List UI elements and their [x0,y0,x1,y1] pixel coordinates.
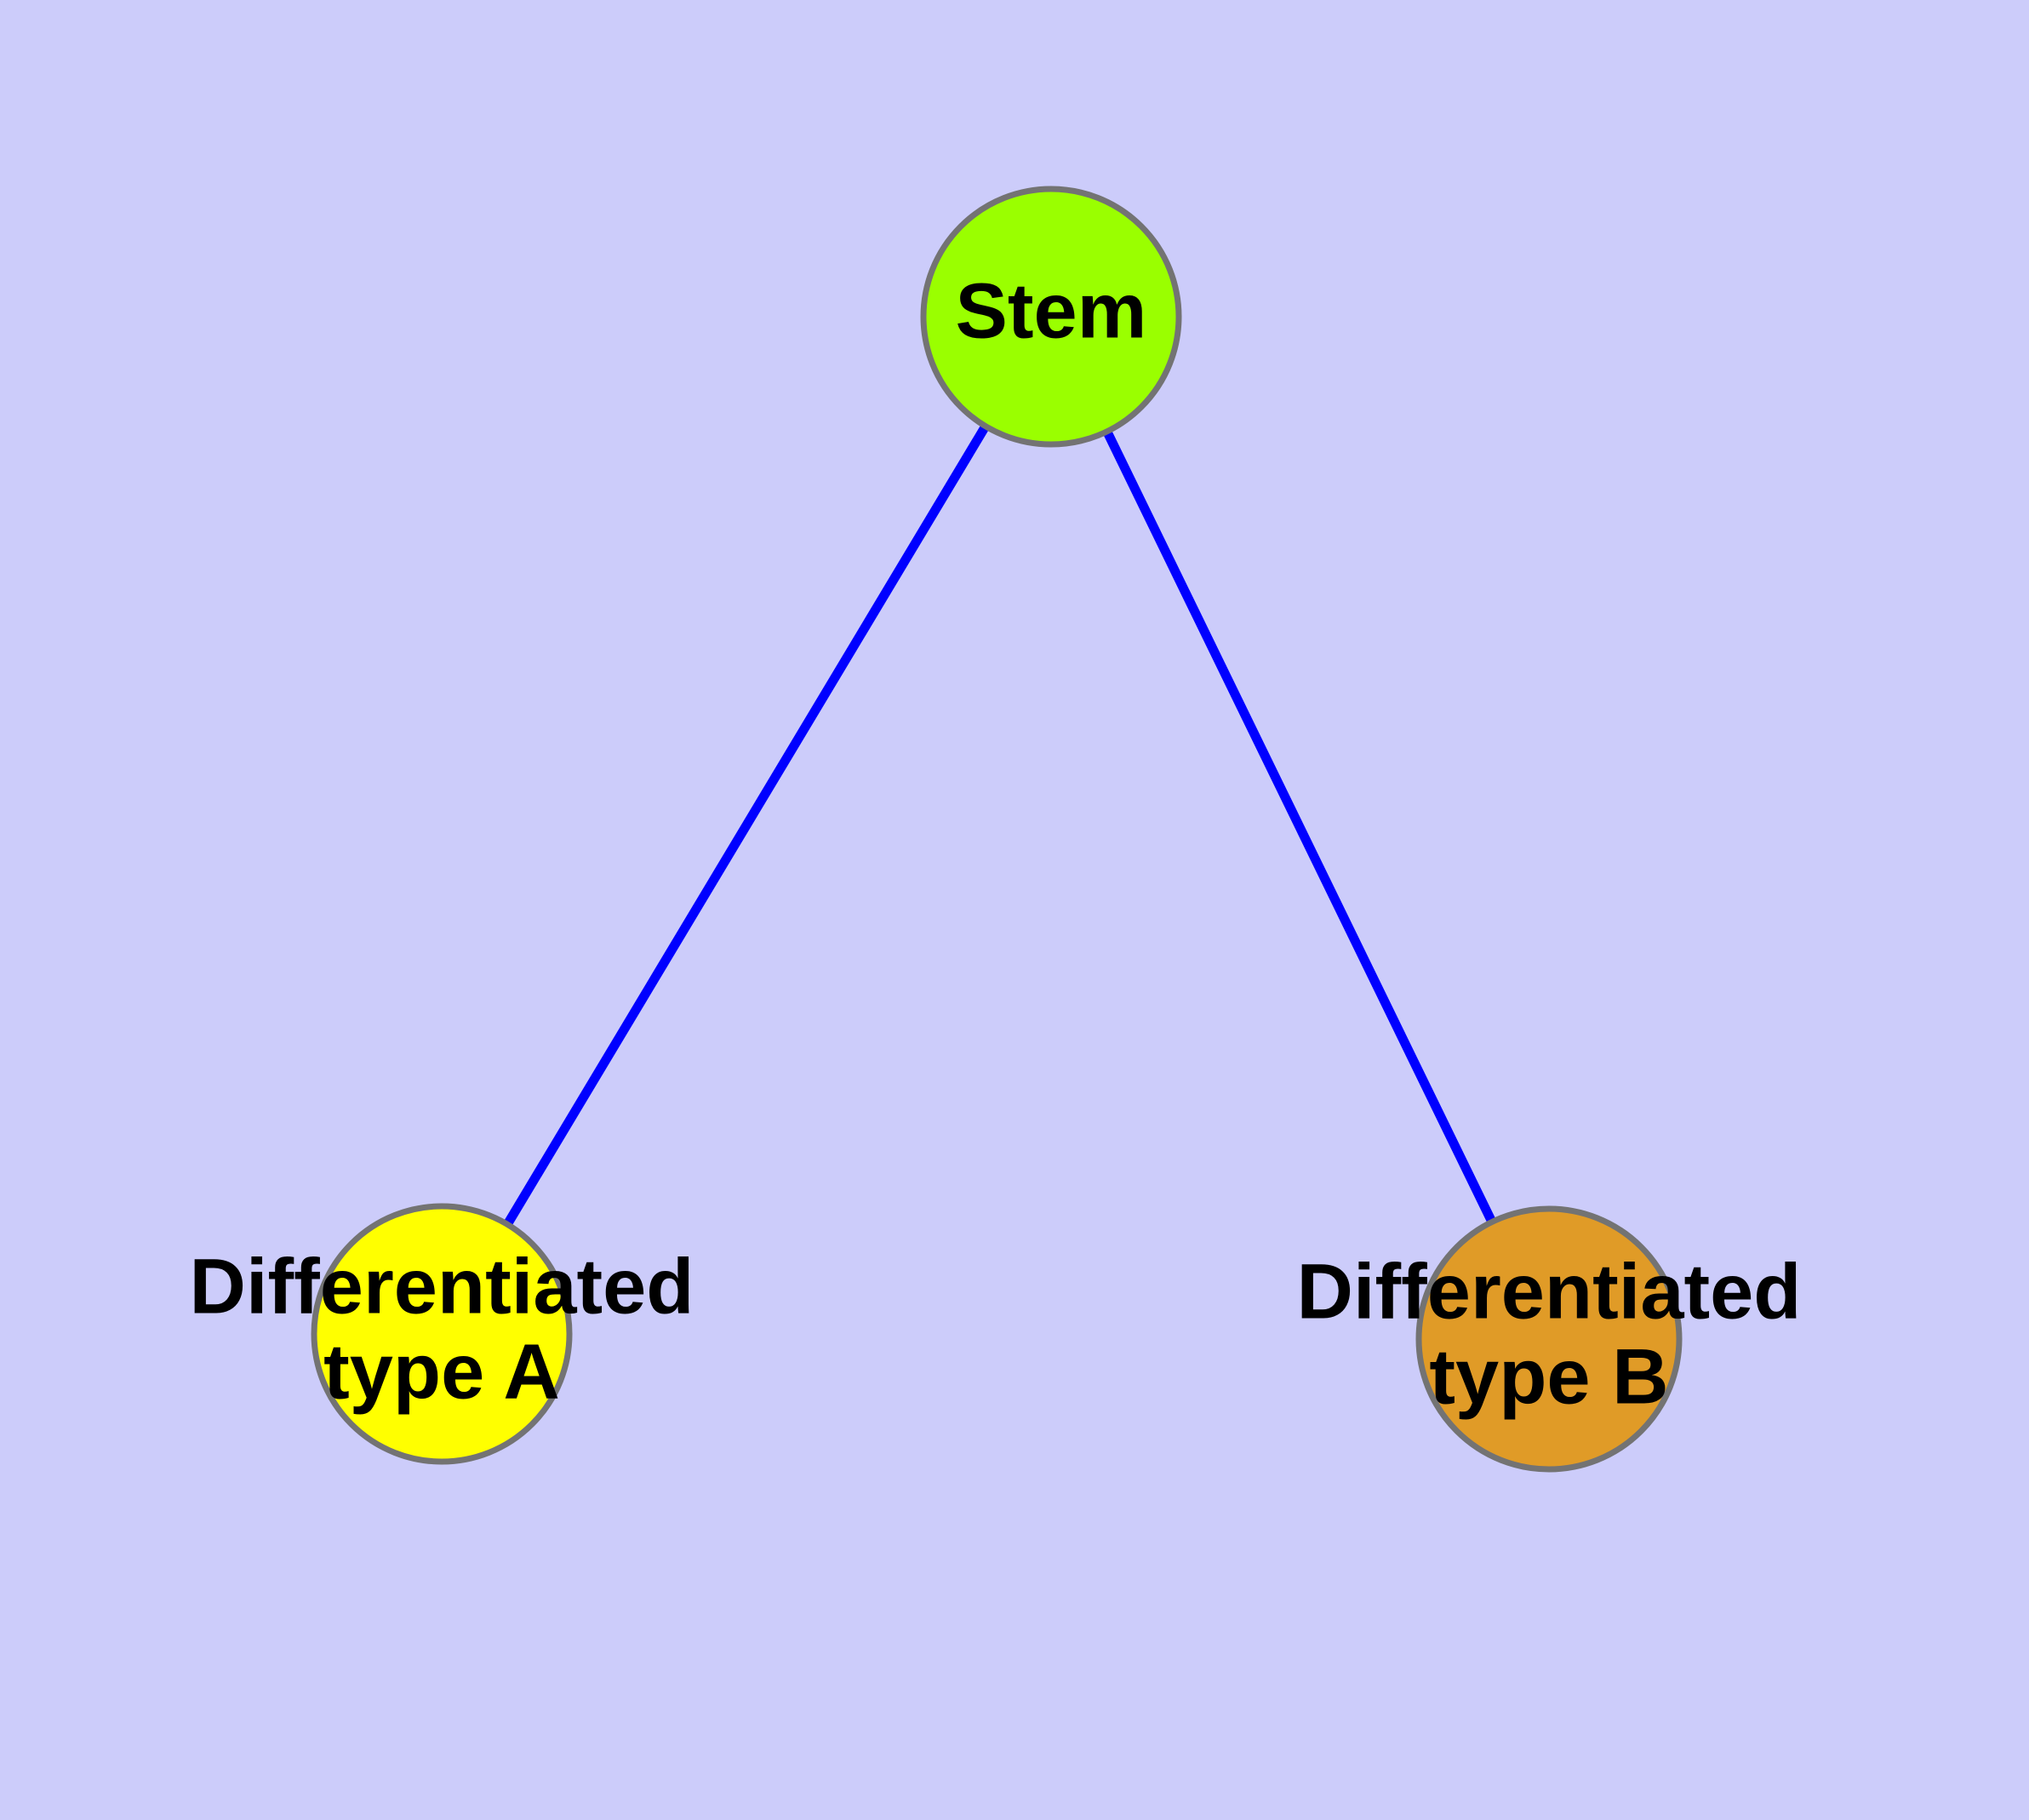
edge-stem-to-diff-a[interactable] [437,314,1055,1336]
node-stem-circle[interactable] [920,186,1182,448]
node-diff-b-label-line-2: type B [1429,1333,1668,1420]
node-diff-b[interactable] [1415,1205,1683,1473]
node-stem-label-line-1: Stem [956,267,1147,354]
node-diff-b-label-line-1: Differentiated [1297,1248,1802,1335]
node-stem[interactable] [920,186,1182,448]
node-diff-a-label-line-1: Differentiated [190,1243,694,1330]
node-layer [311,186,1683,1473]
label-layer: Stem Differentiated type A Differentiate… [190,267,1802,1420]
node-diff-b-circle[interactable] [1415,1205,1683,1473]
node-diff-a-circle[interactable] [311,1203,573,1465]
node-diff-a[interactable] [311,1203,573,1465]
node-diff-a-label-line-2: type A [323,1328,560,1415]
edge-stem-to-diff-b[interactable] [1047,314,1553,1342]
edge-layer [437,314,1553,1342]
